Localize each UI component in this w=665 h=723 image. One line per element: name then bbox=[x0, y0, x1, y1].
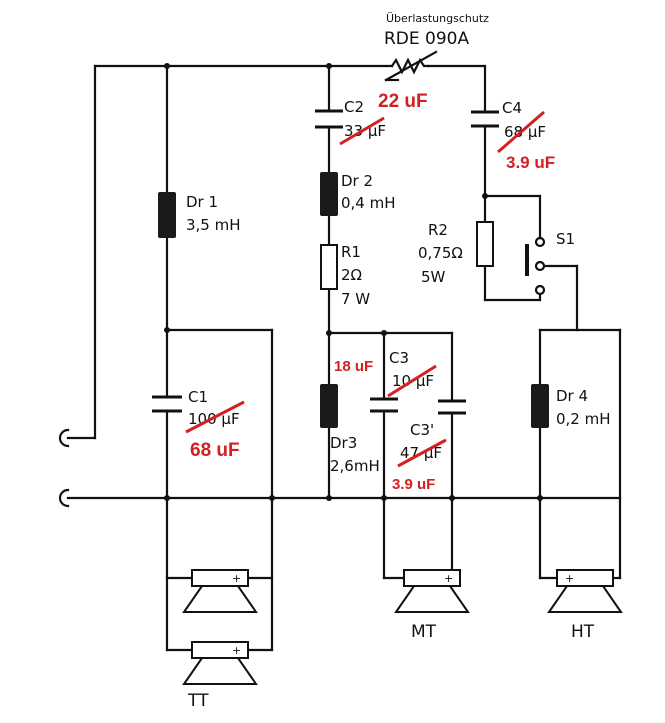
dr4-name: Dr 4 bbox=[556, 387, 588, 405]
r2-value: 0,75Ω bbox=[418, 244, 463, 262]
capacitor-c3: C3 10 μF 18 uF bbox=[334, 349, 437, 413]
resistor-r2: R2 0,75Ω 5W bbox=[418, 221, 494, 286]
c2-name: C2 bbox=[344, 98, 364, 116]
c1-name: C1 bbox=[188, 388, 208, 406]
speaker-tt-label: TT bbox=[187, 691, 209, 711]
dr3-value: 2,6mH bbox=[330, 457, 380, 475]
speaker-mt-label: MT bbox=[411, 622, 437, 642]
speaker-ht-label: HT bbox=[571, 622, 595, 642]
dr1-name: Dr 1 bbox=[186, 193, 218, 211]
dr1-value: 3,5 mH bbox=[186, 216, 241, 234]
capacitor-c1: C1 100 μF 68 uF bbox=[152, 388, 245, 461]
c4-strike bbox=[497, 110, 545, 154]
inductor-dr1: Dr 1 3,5 mH bbox=[158, 192, 241, 238]
speaker-tt-lower: + bbox=[182, 641, 258, 685]
overload-title: Überlastungschutz bbox=[386, 12, 489, 25]
c4-new-value: 3.9 uF bbox=[506, 153, 555, 172]
speaker-tt-upper: + bbox=[182, 569, 258, 613]
capacitor-c4: C4 68 μF 3.9 uF bbox=[471, 99, 555, 172]
c3-new-value: 18 uF bbox=[334, 358, 373, 375]
c4-old-value: 68 μF bbox=[504, 123, 546, 141]
overload-part: RDE 090A bbox=[384, 29, 469, 49]
speaker-ht: + bbox=[547, 569, 623, 613]
c4-name: C4 bbox=[502, 99, 522, 117]
r1-value: 2Ω bbox=[341, 266, 362, 284]
c3p-new-value: 3.9 uF bbox=[392, 476, 435, 493]
c1-new-value: 68 uF bbox=[190, 440, 240, 461]
r2-name: R2 bbox=[428, 221, 448, 239]
dr4-value: 0,2 mH bbox=[556, 410, 611, 428]
resistor-r1: R1 2Ω 7 W bbox=[320, 243, 370, 308]
c3-strike bbox=[387, 364, 437, 398]
speaker-polarity: + bbox=[232, 572, 241, 585]
s1-name: S1 bbox=[556, 230, 575, 248]
input-terminals bbox=[58, 428, 70, 508]
r2-power: 5W bbox=[421, 268, 446, 286]
overload-protector: Überlastungschutz RDE 090A bbox=[384, 12, 489, 82]
switch-s1: S1 bbox=[525, 230, 575, 296]
junction-dots bbox=[164, 63, 543, 501]
c2-strike bbox=[339, 116, 385, 146]
speaker-mt: + bbox=[394, 569, 470, 613]
dr3-name: Dr3 bbox=[330, 434, 357, 452]
c1-strike bbox=[185, 400, 245, 434]
c2-new-value: 22 uF bbox=[378, 91, 428, 112]
speaker-polarity: + bbox=[232, 644, 241, 657]
speaker-polarity: + bbox=[444, 572, 453, 585]
dr2-value: 0,4 mH bbox=[341, 194, 396, 212]
r1-power: 7 W bbox=[341, 290, 370, 308]
c3p-name: C3' bbox=[410, 421, 434, 439]
r1-name: R1 bbox=[341, 243, 361, 261]
capacitor-c3-prime: C3' 47 μF 3.9 uF bbox=[392, 399, 466, 493]
inductor-dr2: Dr 2 0,4 mH bbox=[320, 172, 396, 216]
inductor-dr4: Dr 4 0,2 mH bbox=[531, 384, 611, 428]
c3-name: C3 bbox=[389, 349, 409, 367]
speaker-polarity: + bbox=[565, 572, 574, 585]
capacitor-c2: C2 33 μF 22 uF bbox=[315, 91, 428, 146]
inductor-dr3: Dr3 2,6mH bbox=[320, 384, 380, 475]
dr2-name: Dr 2 bbox=[341, 172, 373, 190]
c3p-strike bbox=[397, 438, 447, 468]
